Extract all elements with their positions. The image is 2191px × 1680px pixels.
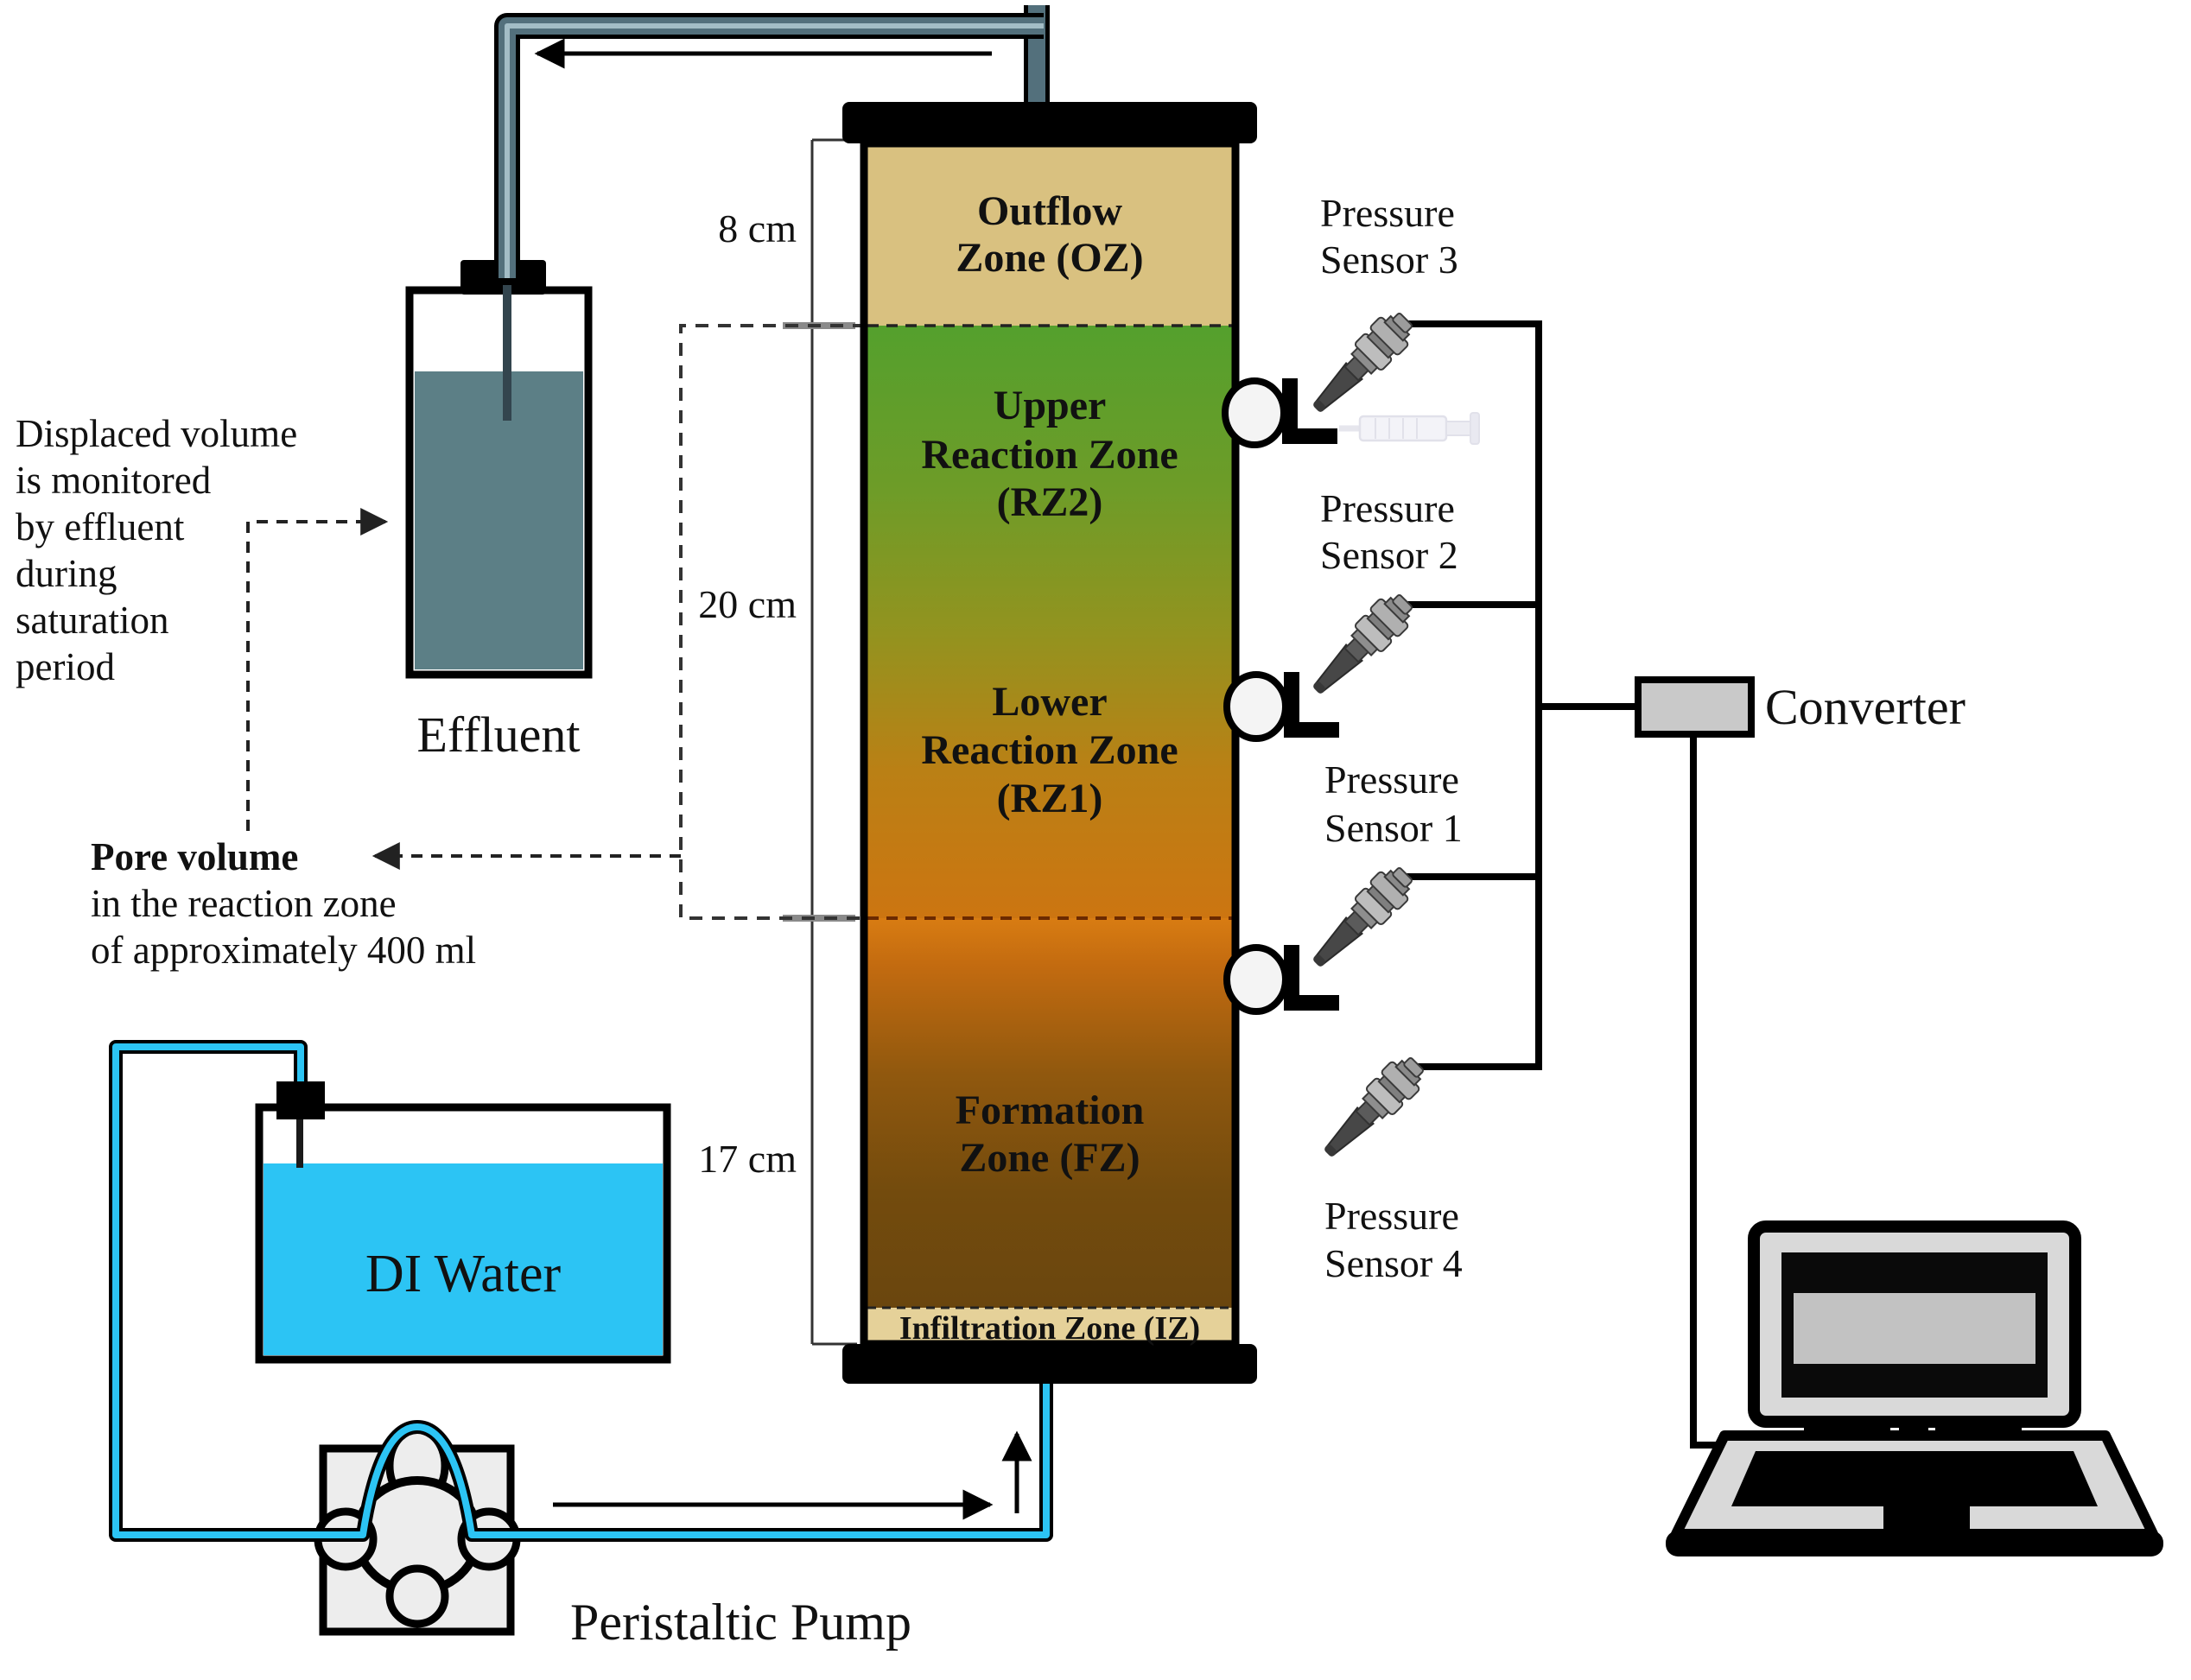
converter-label: Converter	[1765, 679, 1966, 735]
displaced-volume-connector	[246, 508, 389, 831]
soil-column: Outflow Zone (OZ) Upper Reaction Zone (R…	[842, 102, 1257, 1384]
measurement-bracket: 8 cm 20 cm 17 cm	[698, 138, 857, 1346]
converter-box	[1635, 676, 1755, 738]
oz-label: Zone (OZ)	[956, 235, 1143, 281]
pressure-sensor2-icon	[1301, 586, 1421, 706]
fz-label: Zone (FZ)	[959, 1135, 1140, 1181]
laptop-screen-band	[1794, 1293, 2035, 1364]
pore-volume-bracket	[372, 324, 866, 920]
sensor3-label: Pressure	[1320, 191, 1455, 235]
pore-volume-title: Pore volume	[91, 835, 298, 878]
fz-label: Formation	[956, 1087, 1145, 1133]
tube-core	[112, 1043, 1050, 1538]
dim-label-20cm: 20 cm	[698, 582, 797, 626]
port-rz2	[1222, 377, 1337, 448]
laptop-icon	[1666, 1220, 2163, 1556]
iz-label: Infiltration Zone (IZ)	[899, 1310, 1200, 1347]
zone-infiltration	[867, 1308, 1232, 1344]
pressure-sensor1-icon	[1301, 859, 1421, 979]
column-ports	[1222, 377, 1339, 1015]
rz2-label: (RZ2)	[997, 479, 1103, 525]
pressure-sensors: Pressure Sensor 3 Pressure Sensor 2 Pres…	[1301, 191, 1463, 1285]
tube-highlight	[505, 23, 1044, 278]
sensor1-label: Sensor 1	[1324, 806, 1463, 850]
sensor2-label: Pressure	[1320, 486, 1455, 530]
effluent-label: Effluent	[417, 707, 581, 763]
note-line: by effluent	[16, 505, 185, 548]
sensor1-label: Pressure	[1324, 758, 1459, 802]
pump-roller-bottom	[385, 1564, 449, 1628]
converter-to-laptop	[1690, 734, 1724, 1449]
laptop-keyboard	[1731, 1451, 2098, 1506]
rz2-label: Reaction Zone	[921, 432, 1178, 478]
note-line: period	[16, 645, 115, 688]
di-water	[264, 1163, 663, 1355]
effluent-water	[415, 371, 583, 669]
dim-label-8cm: 8 cm	[718, 206, 797, 250]
note-line: during	[16, 552, 117, 595]
inflow-tube: Peristaltic Pump	[109, 1040, 1053, 1651]
port-rz1	[1223, 671, 1339, 742]
laptop-trackpad	[1883, 1506, 1970, 1531]
pore-volume-line: in the reaction zone	[91, 882, 397, 925]
rz1-label: Reaction Zone	[921, 727, 1178, 773]
pore-volume-note: Pore volume in the reaction zone of appr…	[91, 835, 476, 972]
note-line: Displaced volume	[16, 412, 297, 455]
rz1-label: Lower	[992, 679, 1107, 725]
syringe-icon	[1339, 412, 1480, 445]
displaced-volume-note: Displaced volume is monitored by effluen…	[16, 412, 389, 831]
laptop-base-bar	[1666, 1531, 2163, 1556]
port-fz	[1223, 944, 1339, 1015]
zone-outflow	[867, 143, 1232, 329]
signal-lines	[1400, 320, 1724, 1449]
rz1-label: (RZ1)	[997, 776, 1103, 821]
sensor3-label: Sensor 3	[1320, 238, 1458, 282]
oz-label: Outflow	[977, 188, 1122, 234]
sensor4-label: Pressure	[1324, 1194, 1459, 1238]
sensor4-label: Sensor 4	[1324, 1241, 1463, 1285]
pore-volume-line: of approximately 400 ml	[91, 929, 476, 972]
rz2-label: Upper	[994, 383, 1107, 428]
zone-reaction	[867, 326, 1232, 918]
pressure-sensor4-icon	[1312, 1049, 1432, 1169]
pump-label: Peristaltic Pump	[570, 1594, 911, 1651]
dim-label-17cm: 17 cm	[698, 1137, 797, 1181]
zone-formation	[867, 918, 1232, 1310]
effluent-bottle: Effluent	[405, 260, 593, 763]
tank-inlet-fitting	[276, 1081, 325, 1119]
column-cap-top	[842, 102, 1257, 143]
column-cap-bottom	[842, 1344, 1257, 1384]
converter: Converter	[1635, 676, 1966, 738]
di-water-tank: DI Water	[255, 1103, 671, 1364]
pressure-sensor3-icon	[1301, 304, 1421, 424]
sensor2-label: Sensor 2	[1320, 533, 1458, 577]
note-line: is monitored	[16, 459, 211, 502]
dashed-bracket	[679, 324, 866, 920]
note-line: saturation	[16, 599, 168, 642]
di-water-label: DI Water	[365, 1245, 562, 1303]
